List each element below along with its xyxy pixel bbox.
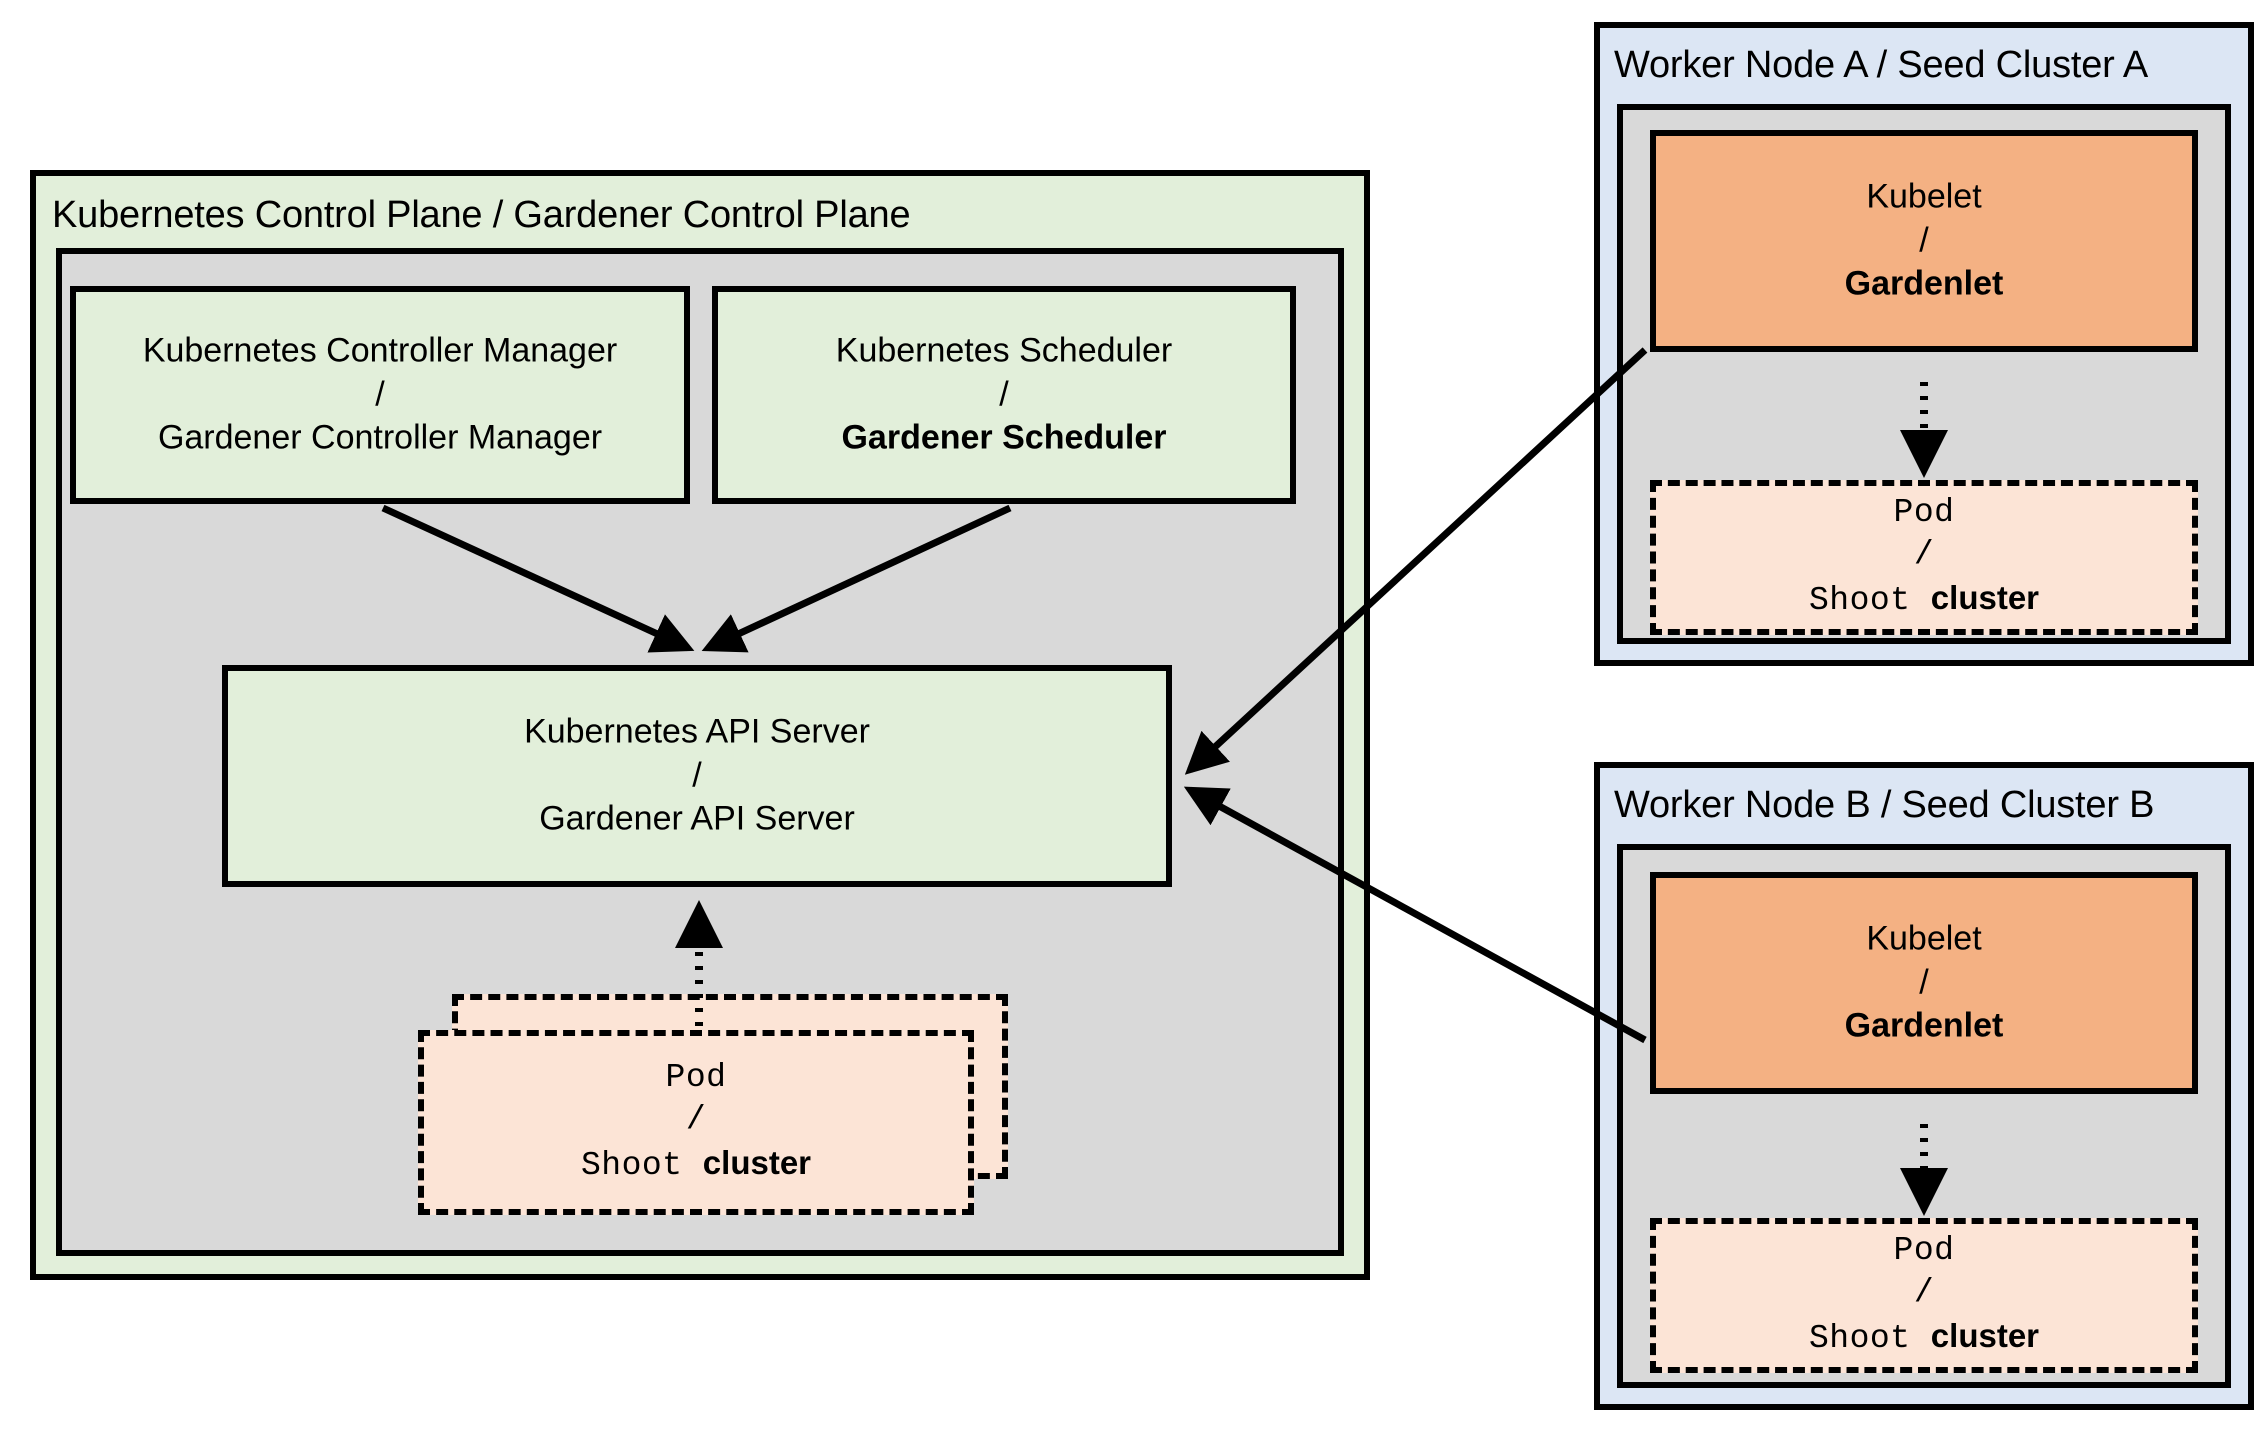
- controller-manager-line1: Kubernetes Controller Manager: [142, 331, 618, 370]
- api-server-line1: Kubernetes API Server: [524, 712, 870, 751]
- pod-a-line2-mono: Shoot: [1808, 582, 1931, 620]
- component-pod-shoot-cluster-text: Pod / Shoot cluster: [424, 1057, 968, 1189]
- kubelet-a-line2: Gardenlet: [1844, 264, 2004, 303]
- pod-a-line1: Pod: [1893, 493, 1955, 531]
- kubelet-a-separator: /: [1919, 221, 1929, 260]
- kubelet-b-line2: Gardenlet: [1844, 1006, 2004, 1045]
- seed-cluster-a-zone-label: Worker Node A / Seed Cluster A: [1614, 44, 2149, 86]
- component-api-server[interactable]: Kubernetes API Server / Gardener API Ser…: [222, 665, 1172, 887]
- component-pod-shoot-cluster-a[interactable]: Pod / Shoot cluster: [1650, 480, 2198, 635]
- pod-b-line1: Pod: [1893, 1231, 1955, 1269]
- component-kubelet-gardenlet-a-text: Kubelet / Gardenlet: [1656, 176, 2192, 307]
- component-pod-shoot-cluster-a-text: Pod / Shoot cluster: [1656, 492, 2192, 624]
- pod-a-separator: /: [1913, 536, 1935, 574]
- api-server-separator: /: [692, 756, 702, 795]
- component-scheduler-text: Kubernetes Scheduler / Gardener Schedule…: [718, 330, 1290, 461]
- component-controller-manager-text: Kubernetes Controller Manager / Gardener…: [76, 330, 684, 461]
- pod-b-line2-bold: cluster: [1930, 1317, 2040, 1355]
- component-kubelet-gardenlet-a[interactable]: Kubelet / Gardenlet: [1650, 130, 2198, 352]
- component-kubelet-gardenlet-b[interactable]: Kubelet / Gardenlet: [1650, 872, 2198, 1094]
- seed-cluster-b-zone-label: Worker Node B / Seed Cluster B: [1614, 784, 2155, 826]
- pod-a-line2-bold: cluster: [1930, 579, 2040, 617]
- pod-line2-bold: cluster: [702, 1144, 812, 1182]
- scheduler-line1: Kubernetes Scheduler: [835, 331, 1173, 370]
- component-scheduler[interactable]: Kubernetes Scheduler / Gardener Schedule…: [712, 286, 1296, 504]
- pod-line1: Pod: [665, 1058, 727, 1096]
- controller-manager-line2: Gardener Controller Manager: [157, 418, 603, 457]
- control-plane-zone-label: Kubernetes Control Plane / Gardener Cont…: [52, 194, 911, 236]
- api-server-line2: Gardener API Server: [539, 799, 855, 838]
- scheduler-separator: /: [999, 375, 1009, 414]
- kubelet-b-line1: Kubelet: [1866, 919, 1982, 958]
- kubelet-a-line1: Kubelet: [1866, 177, 1982, 216]
- component-api-server-text: Kubernetes API Server / Gardener API Ser…: [228, 711, 1166, 842]
- pod-b-separator: /: [1913, 1274, 1935, 1312]
- component-kubelet-gardenlet-b-text: Kubelet / Gardenlet: [1656, 918, 2192, 1049]
- pod-line2-mono: Shoot: [580, 1147, 703, 1185]
- component-pod-shoot-cluster-b[interactable]: Pod / Shoot cluster: [1650, 1218, 2198, 1373]
- component-pod-shoot-cluster-b-text: Pod / Shoot cluster: [1656, 1230, 2192, 1362]
- kubelet-b-separator: /: [1919, 963, 1929, 1002]
- scheduler-line2: Gardener Scheduler: [841, 418, 1167, 457]
- pod-b-line2-mono: Shoot: [1808, 1320, 1931, 1358]
- component-controller-manager[interactable]: Kubernetes Controller Manager / Gardener…: [70, 286, 690, 504]
- component-pod-shoot-cluster[interactable]: Pod / Shoot cluster: [418, 1030, 974, 1215]
- pod-separator: /: [685, 1101, 707, 1139]
- controller-manager-separator: /: [375, 375, 385, 414]
